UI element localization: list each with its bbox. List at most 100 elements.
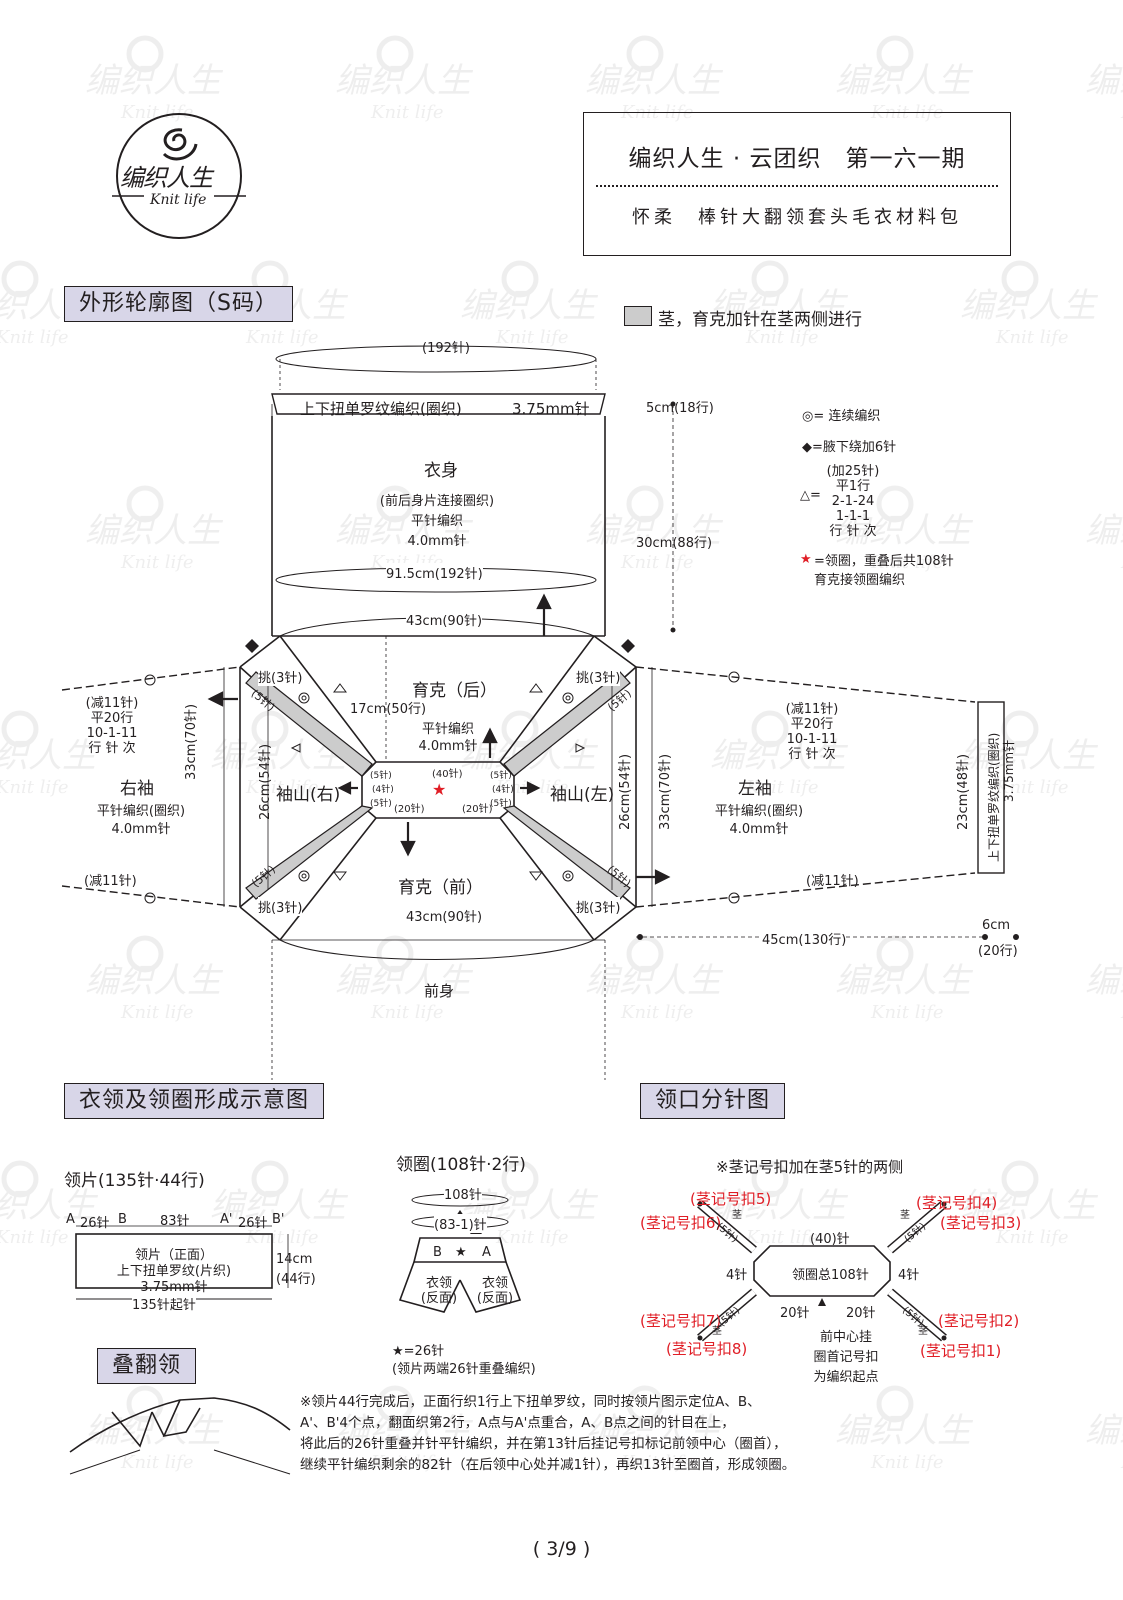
body-width-label: 91.5cm(192针) [386,563,483,582]
neck-bottom-right-20: 20针 [846,1306,876,1321]
right-sleeve-cap: 袖山(右) [276,785,341,805]
top-circ-label: (192针) [422,341,470,356]
svg-text:编织人生: 编织人生 [335,511,474,551]
marker-6: (茎记号扣6) [640,1214,722,1232]
cuff-height-label: 6cm [982,918,1011,933]
neck-total: 领圈总108针 [792,1268,869,1283]
back-yoke-label: 育克（后） [412,681,497,701]
title-divider [596,185,998,187]
svg-text:Knit life: Knit life [870,1452,944,1473]
left-sleeve-height-70: 33cm(70针) [658,753,673,830]
marker-5: (茎记号扣5) [690,1190,772,1208]
svg-text:编织人生: 编织人生 [835,961,974,1001]
svg-text:Knit life: Knit life [995,1227,1069,1248]
collar-panel-cast-on: 135针起针 [132,1294,196,1313]
svg-text:编织人生: 编织人生 [1085,961,1123,1001]
page-subtitle: 怀柔 棒针大翻领套头毛衣材料包 [632,207,962,228]
front-center-note: 前中心挂 圈首记号扣 为编织起点 [813,1330,879,1385]
svg-text:编织人生: 编织人生 [585,511,724,551]
logo-english-text: Knit life [150,192,207,208]
sleeve-length-label: 45cm(130行) [762,929,847,948]
collar-panel-rows: (44行) [276,1272,316,1287]
right-sleeve-height-70: 33cm(70针) [184,703,199,780]
marker-2: (茎记号扣2) [938,1312,1020,1330]
page-number: ( 3/9 ) [532,1538,591,1560]
svg-text:编织人生: 编织人生 [0,736,99,776]
collar-wrong-side-left: 衣领 (反面) [420,1276,458,1306]
marker-3: (茎记号扣3) [940,1214,1022,1232]
stem-legend-swatch [624,306,652,326]
brand-logo [112,113,246,239]
svg-text:编织人生: 编织人生 [1085,1411,1123,1451]
svg-text:Knit life: Knit life [0,777,69,798]
section-title-outline: 外形轮廓图（S码） [64,286,293,322]
neck-right-stem-bottom: (5针) [490,799,512,809]
neck-bottom-left-count: (20针) [394,804,425,815]
marker-8: (茎记号扣8) [666,1340,748,1358]
neck-star-icon: ★ [432,780,447,799]
ring-title: 领圈(108针·2行) [396,1155,526,1175]
svg-text:编织人生: 编织人生 [960,1186,1099,1226]
front-yoke-label: 育克（前） [398,878,483,898]
collar-panel-title: 领片(135针·44行) [64,1171,205,1191]
collar-panel-desc-2: 3.75mm针 [140,1280,208,1295]
body-height-label: 30cm(88行) [636,536,713,551]
svg-text:Knit life: Knit life [870,552,944,573]
svg-text:编织人生: 编织人生 [835,511,974,551]
right-sleeve-height-54: 26cm(54针) [258,743,273,820]
collar-panel-name: 领片（正面） [134,1248,213,1263]
svg-text:Knit life: Knit life [245,327,319,348]
instructions-text: ※领片44行完成后，正面行织1行上下扭单罗纹，同时按领片图示定位A、B、 A'、… [300,1394,796,1473]
svg-text:编织人生: 编织人生 [460,286,599,326]
svg-text:编织人生: 编织人生 [585,61,724,101]
left-sleeve-cap: 袖山(左) [550,785,615,805]
svg-text:Knit life: Knit life [370,1002,444,1023]
svg-text:编织人生: 编织人生 [85,511,224,551]
a2-b2-stitches: 26针 [238,1216,268,1231]
svg-text:Knit life: Knit life [1120,102,1123,123]
legend-continue: ◎= 连续编织 [802,409,881,424]
back-yoke-desc-1: 平针编织 [421,722,474,737]
svg-text:编织人生: 编织人生 [835,61,974,101]
collar-wrong-side-right: 衣领 (反面) [476,1276,514,1306]
svg-text:Knit life: Knit life [370,102,444,123]
star-note-1: ★=26针 [392,1344,445,1359]
stem-tl-label: 茎 [732,1210,742,1221]
stem-legend-text: 茎，育克加针在茎两侧进行 [658,310,862,330]
right-sleeve-decrease-block: (减11针) 平20行 10-1-11 行 针 次 [85,696,139,756]
neck-left-side: (4针) [372,785,394,795]
svg-text:Knit life: Knit life [620,552,694,573]
body-desc-3: 4.0mm针 [407,534,467,549]
svg-text:编织人生: 编织人生 [585,961,724,1001]
pick-up-bottom-left: 挑(3针) [258,897,303,916]
svg-text:Knit life: Knit life [745,1227,819,1248]
stem-marker-note: ※茎记号扣加在茎5针的两侧 [716,1158,904,1176]
svg-text:编织人生: 编织人生 [960,286,1099,326]
body-name: 衣身 [424,461,458,481]
ring-108: 108针 [444,1184,482,1203]
middle-stitches: 83针 [160,1214,190,1229]
legend-triangle-symbol: △= [800,488,821,503]
collar-panel-height: 14cm [276,1252,313,1267]
right-sleeve-dec-bottom: (减11针) [84,874,137,889]
svg-text:编织人生: 编织人生 [710,286,849,326]
front-yoke-width: 43cm(90针) [406,910,483,925]
ring-star-icon: ★ [455,1245,467,1260]
stem-bl-label: 茎 [712,1326,722,1337]
point-a: A [66,1212,75,1227]
